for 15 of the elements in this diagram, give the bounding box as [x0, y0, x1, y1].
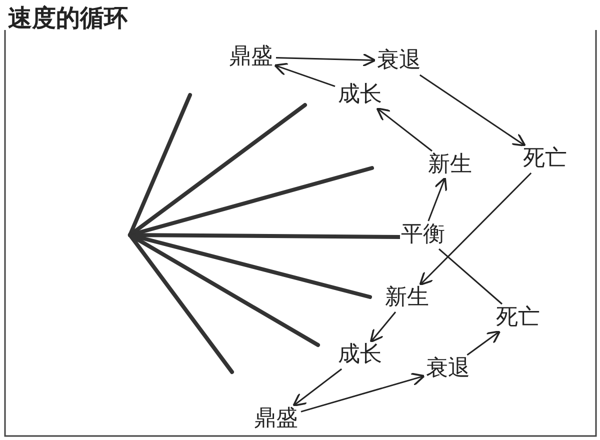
- arrow: [376, 107, 432, 152]
- arrow: [292, 368, 342, 407]
- arrow: [370, 312, 396, 343]
- title: 速度的循环: [8, 3, 128, 34]
- stage-label: 成长: [337, 82, 383, 108]
- arrow: [300, 372, 426, 412]
- arrow: [419, 172, 532, 286]
- arrow: [428, 176, 448, 222]
- arrow: [274, 62, 336, 87]
- stage-label: 新生: [427, 152, 473, 178]
- arrow: [276, 53, 376, 67]
- stage-label: 死亡: [495, 305, 541, 331]
- arrow: [466, 330, 501, 356]
- connector-line: [438, 248, 502, 305]
- arrow: [419, 74, 526, 147]
